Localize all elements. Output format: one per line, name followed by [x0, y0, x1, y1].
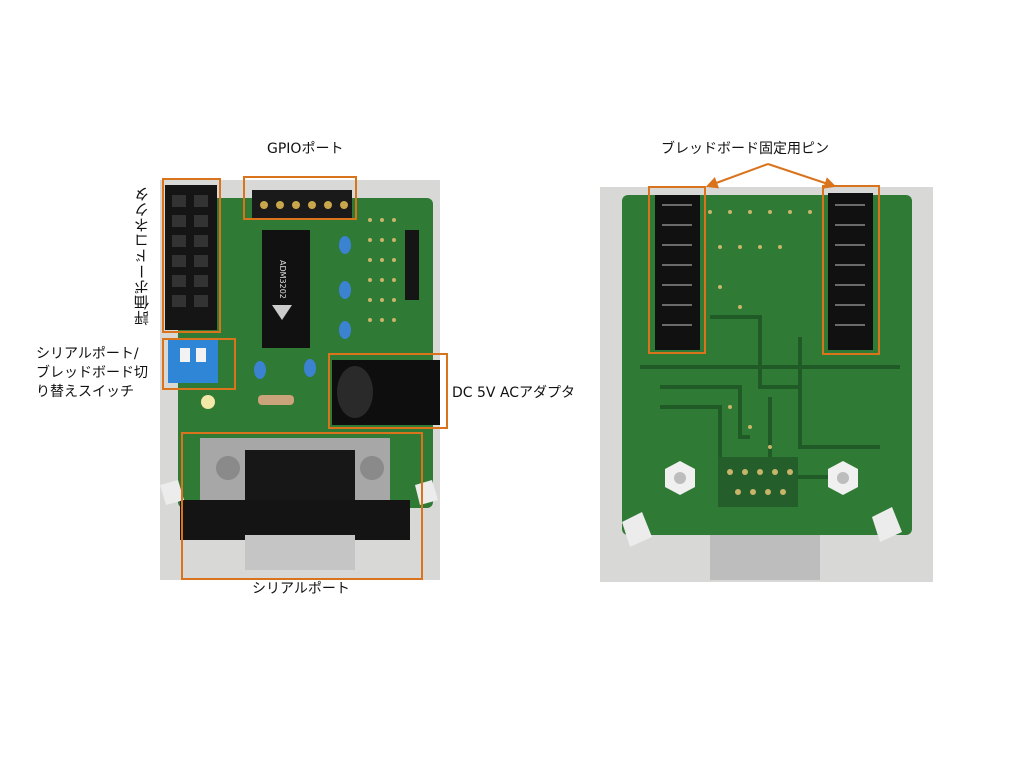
dip-switch — [168, 338, 218, 383]
breadboard-pins-right-box — [822, 185, 880, 355]
switch-label-line3: り替えスイッチ — [36, 384, 134, 400]
switch-label-line2: ブレッドボード切 — [36, 365, 148, 381]
db9-housing — [245, 450, 355, 505]
chip-text: ADM3202 — [278, 260, 287, 299]
breadboard-pins-left-box — [648, 186, 706, 354]
arrow-right — [767, 163, 837, 189]
board-top-photo: ADM3202 — [160, 180, 440, 580]
pcb-top — [178, 198, 433, 508]
gpio-port-label: GPIOポート — [267, 141, 344, 157]
gpio-header — [252, 190, 352, 220]
switch-box — [162, 338, 236, 390]
switch-label-line1: シリアルポート/ — [36, 346, 139, 362]
serial-port-box — [181, 432, 423, 580]
gpio-port-box — [243, 176, 357, 220]
dc-adapter-label: DC 5V ACアダプタ — [452, 385, 576, 401]
arrow-left — [705, 163, 769, 189]
led — [201, 395, 215, 409]
pins-arrows — [705, 163, 837, 189]
board-bottom-photo — [600, 187, 933, 582]
serial-port-label: シリアルポート — [252, 581, 350, 597]
ic-chip — [262, 230, 310, 348]
eval-connector-label: 評価ボードコネクタ — [133, 186, 151, 326]
dc-adapter-box — [328, 353, 448, 429]
breadboard-pins-label: ブレッドボード固定用ピン — [661, 141, 829, 157]
pin-header-right — [828, 193, 873, 350]
eval-connector-box — [162, 178, 221, 333]
